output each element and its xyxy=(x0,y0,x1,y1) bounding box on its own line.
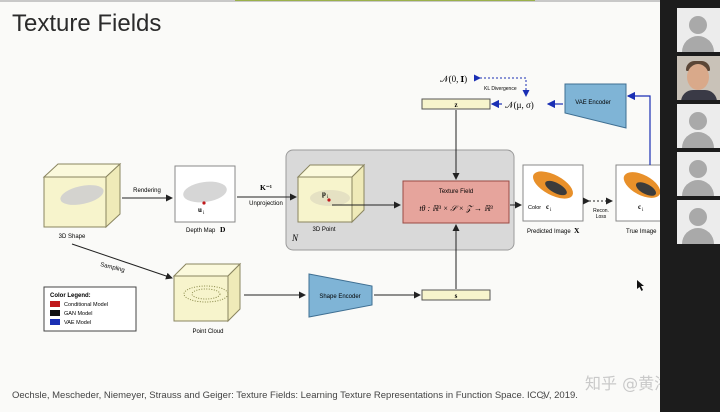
slide: Texture Fields N 3D Shape Rendering u xyxy=(0,0,671,401)
legend-label-vae: VAE Model xyxy=(64,320,91,326)
prior-label: 𝒩(0, 𝐈) xyxy=(440,74,467,84)
point-cloud-cube xyxy=(172,262,242,323)
vae-encoder-label: VAE Encoder xyxy=(575,100,611,106)
true-image-label: True Image xyxy=(626,229,657,235)
legend-title: Color Legend: xyxy=(50,293,91,299)
participant-tile[interactable] xyxy=(677,200,720,244)
texture-fields-diagram: N 3D Shape Rendering u i Depth Map D K⁻¹… xyxy=(42,74,660,335)
depth-map-car xyxy=(183,181,227,203)
shape-3d-cube xyxy=(42,162,122,229)
avatar-icon xyxy=(689,112,707,130)
shape-3d-label: 3D Shape xyxy=(59,234,86,240)
true-car-image xyxy=(623,172,660,198)
pred-c-symbol: c xyxy=(546,203,549,211)
texture-field-box xyxy=(402,180,510,224)
page-number: 3 xyxy=(541,392,546,401)
p-sub: i xyxy=(327,195,329,200)
predicted-car-image xyxy=(533,171,573,199)
slide-title: Texture Fields xyxy=(12,10,162,37)
participant-tile[interactable] xyxy=(677,8,720,52)
n-label: N xyxy=(291,233,299,243)
s-label: s xyxy=(455,292,458,300)
u-sub: i xyxy=(203,211,205,216)
citation: Oechsle, Mescheder, Niemeyer, Strauss an… xyxy=(12,390,578,401)
predicted-image-label: Predicted Image xyxy=(527,229,571,235)
s-vector-box xyxy=(421,289,491,301)
participant-tile[interactable] xyxy=(677,104,720,148)
watermark: 知乎 @黄浴 xyxy=(585,374,671,393)
participant-video-strip xyxy=(660,0,720,412)
depth-map-label: Depth Map xyxy=(186,228,216,234)
legend-swatch-conditional xyxy=(50,301,60,307)
texture-field-label: Texture Field xyxy=(439,189,473,195)
shape-encoder-shape xyxy=(308,273,373,318)
participant-tile[interactable] xyxy=(677,152,720,196)
u-symbol: u xyxy=(198,206,202,214)
point-cloud-label: Point Cloud xyxy=(192,329,223,335)
rendering-label: Rendering xyxy=(133,188,161,194)
vae-encoder-shape xyxy=(564,83,627,129)
legend-label-conditional: Conditional Model xyxy=(64,302,108,308)
depth-map-symbol: D xyxy=(220,225,226,234)
legend-swatch-vae xyxy=(50,319,60,325)
posterior-label: 𝒩(μ, σ) xyxy=(505,100,534,110)
predicted-image-symbol: X xyxy=(574,226,580,235)
true-c-symbol: c xyxy=(638,203,641,211)
sampling-label: Sampling xyxy=(100,262,126,274)
unprojection-label: Unprojection xyxy=(249,201,283,207)
participant-tile-speaker[interactable] xyxy=(677,56,720,100)
kl-divergence-arrow xyxy=(474,74,530,97)
recon-loss-line1: Recon. xyxy=(593,208,609,214)
z-label: z xyxy=(454,101,457,109)
shape-encoder-label: Shape Encoder xyxy=(319,294,360,300)
avatar-icon xyxy=(689,160,707,178)
true-c-sub: i xyxy=(642,208,644,213)
color-label: Color xyxy=(528,205,541,211)
speaker-video xyxy=(687,64,709,90)
z-vector-box xyxy=(421,98,491,110)
true-image-to-vae-arrow xyxy=(626,91,651,165)
sampling-arrow xyxy=(71,243,173,280)
point-3d-label: 3D Point xyxy=(312,227,335,233)
legend-label-gan: GAN Model xyxy=(64,311,92,317)
p-symbol: p xyxy=(322,190,326,198)
point-3d-cube xyxy=(296,163,366,224)
kl-divergence-label: KL Divergence xyxy=(484,86,517,92)
texture-field-equation: tθ : ℝ³ × 𝒮 × 𝒵 → ℝ³ xyxy=(419,204,493,213)
recon-loss-line2: Loss xyxy=(596,214,607,220)
legend-swatch-gan xyxy=(50,310,60,316)
avatar-icon xyxy=(689,208,707,226)
mouse-cursor-icon xyxy=(637,280,644,291)
avatar-icon xyxy=(689,16,707,34)
slide-top-rule xyxy=(0,0,660,2)
slide-accent-rule xyxy=(235,0,535,1)
pred-c-sub: i xyxy=(550,208,552,213)
k-inverse: K⁻¹ xyxy=(260,183,272,192)
